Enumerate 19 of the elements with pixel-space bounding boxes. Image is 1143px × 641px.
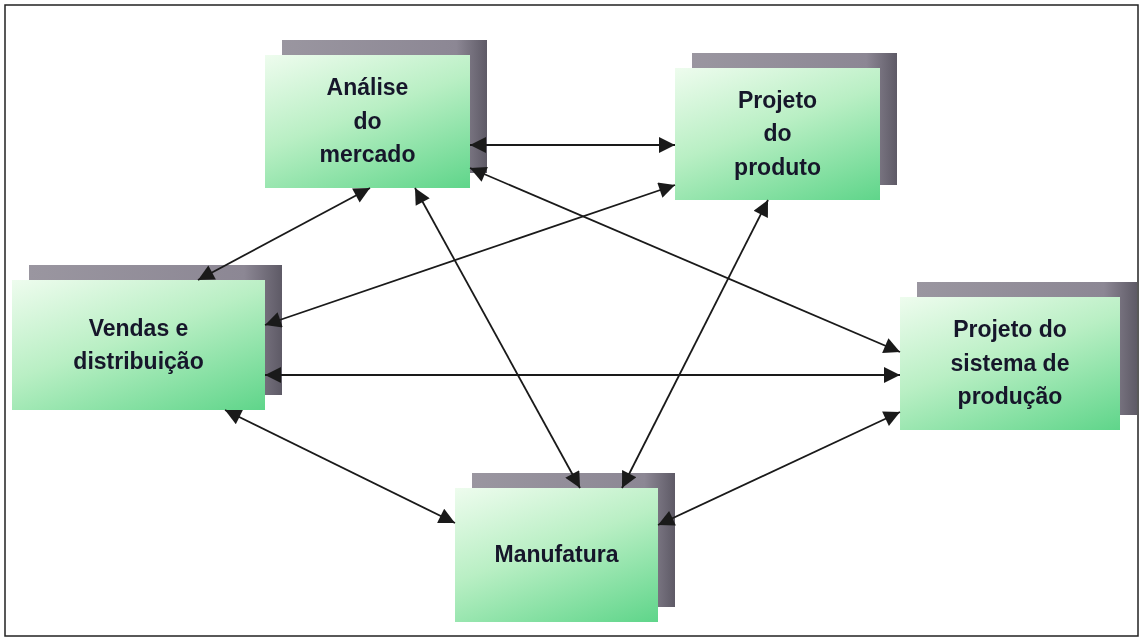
double-arrow — [621, 199, 769, 489]
process-box — [675, 68, 880, 200]
box-label: Projeto do produto — [734, 86, 821, 182]
process-box — [265, 55, 470, 188]
double-arrow — [197, 187, 371, 281]
box-label: Projeto do sistema de produção — [949, 315, 1071, 412]
box-label: Análise do mercado — [319, 73, 416, 170]
process-box — [455, 488, 658, 622]
process-box — [12, 280, 265, 410]
process-box — [900, 297, 1120, 430]
double-arrow — [264, 367, 901, 383]
double-arrow — [657, 411, 901, 526]
double-arrow — [469, 137, 676, 153]
box-label: Vendas e distribuição — [73, 313, 204, 376]
double-arrow — [224, 409, 456, 524]
double-arrow — [469, 166, 901, 354]
double-arrow — [414, 187, 581, 489]
box-label: Manufatura — [494, 540, 619, 570]
double-arrow — [264, 182, 676, 328]
